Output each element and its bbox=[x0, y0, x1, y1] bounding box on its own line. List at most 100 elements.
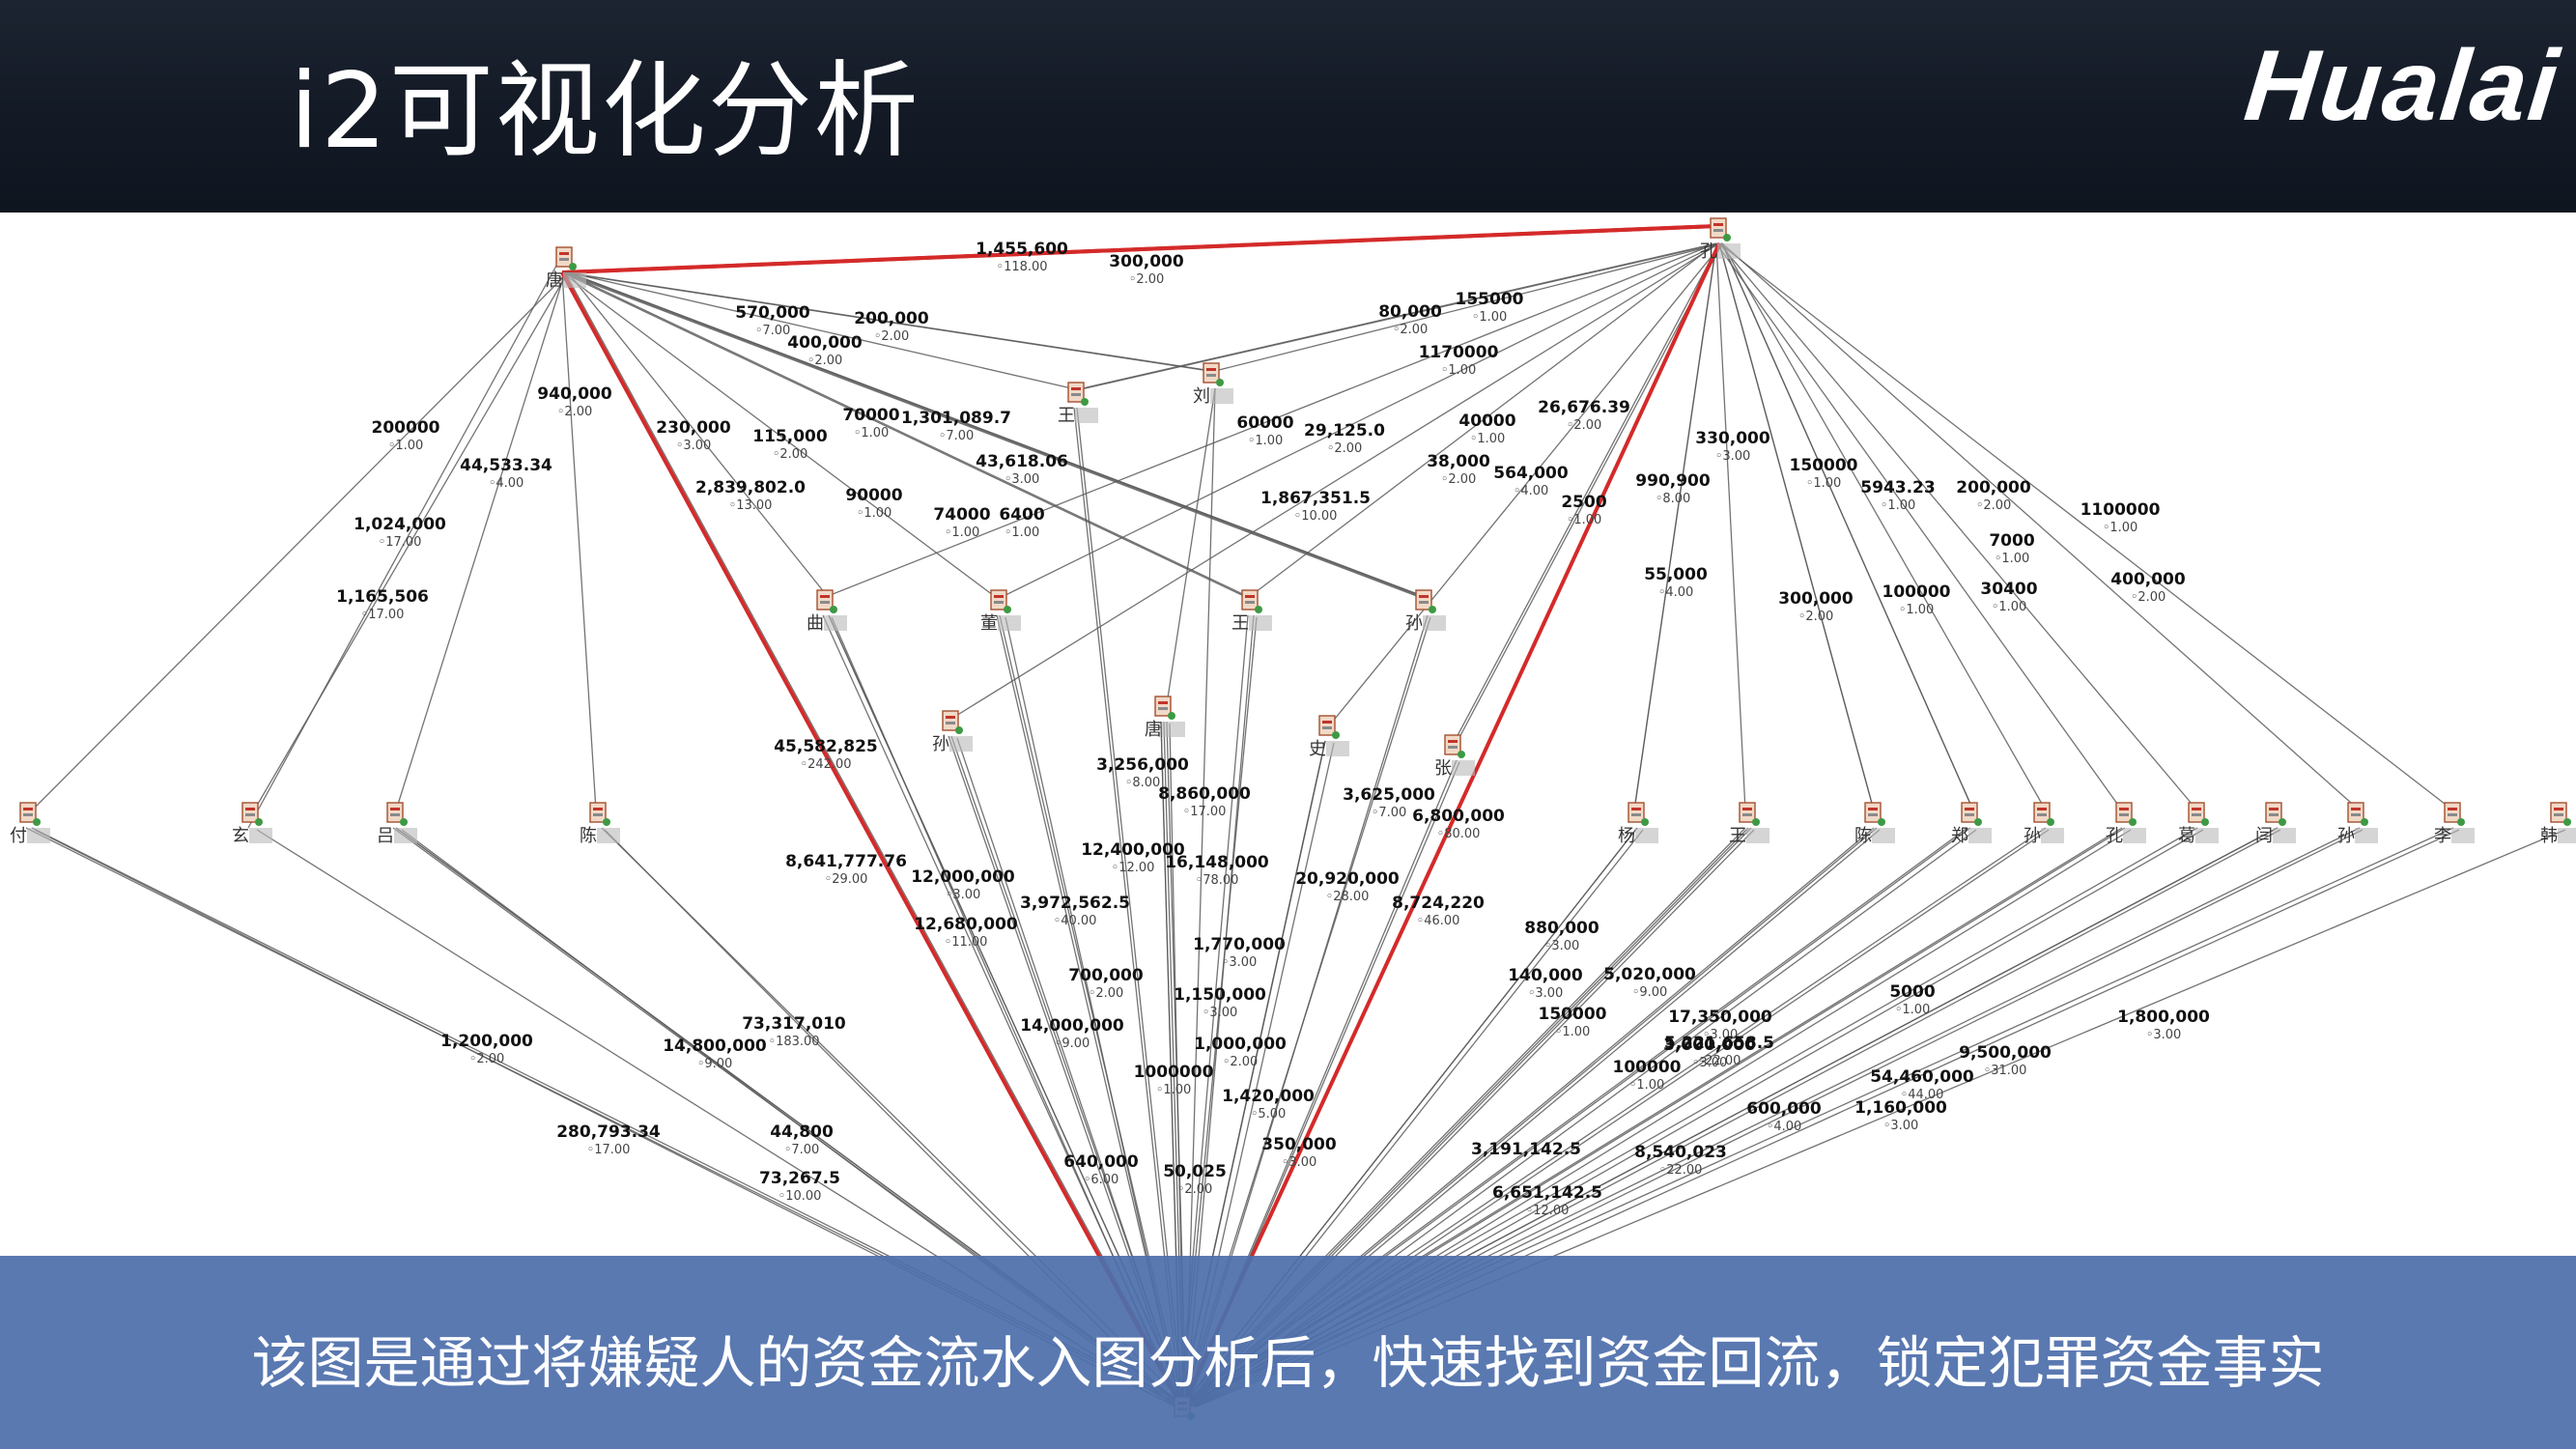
money-flow-link[interactable] bbox=[1076, 242, 1720, 391]
money-flow-link[interactable] bbox=[561, 271, 597, 811]
money-flow-link[interactable] bbox=[564, 271, 1252, 599]
person-node[interactable]: 唐 bbox=[1145, 696, 1185, 740]
money-flow-link[interactable] bbox=[1718, 242, 2198, 811]
link-label: 29,125.0◦2.00 bbox=[1304, 421, 1385, 456]
person-node[interactable]: 李 bbox=[2434, 802, 2475, 846]
person-node[interactable]: 付 bbox=[10, 802, 50, 846]
person-node[interactable]: 刘 bbox=[1193, 362, 1233, 407]
link-label: 8,724,220◦46.00 bbox=[1392, 894, 1485, 928]
money-flow-link[interactable] bbox=[567, 271, 1429, 599]
link-label: 1,301,089.7◦7.00 bbox=[901, 409, 1011, 443]
node-label: 刘 bbox=[1193, 386, 1210, 407]
money-flow-link[interactable] bbox=[1718, 242, 2454, 811]
link-amount: 1,160,000 bbox=[1854, 1098, 1947, 1118]
money-flow-link[interactable] bbox=[1247, 242, 1717, 599]
person-node[interactable]: 杨 bbox=[1618, 802, 1658, 846]
person-node[interactable]: 玄 bbox=[232, 802, 272, 846]
money-flow-link[interactable] bbox=[247, 254, 563, 829]
person-node[interactable]: 郑 bbox=[1951, 802, 1992, 846]
person-node[interactable]: 陈 bbox=[1854, 802, 1895, 846]
link-amount: 29,125.0 bbox=[1304, 421, 1385, 440]
money-flow-link[interactable] bbox=[395, 271, 566, 811]
person-node[interactable]: 张 bbox=[1434, 734, 1475, 779]
link-amount: 1000000 bbox=[1134, 1063, 1214, 1082]
money-flow-link[interactable] bbox=[1721, 242, 2361, 811]
link-amount: 564,000 bbox=[1493, 464, 1569, 483]
link-count: ◦11.00 bbox=[945, 935, 988, 950]
link-amount: 38,000 bbox=[1427, 452, 1490, 471]
link-label: 40000◦1.00 bbox=[1458, 412, 1515, 446]
link-count: ◦17.00 bbox=[587, 1143, 631, 1157]
money-flow-link[interactable] bbox=[1633, 242, 1717, 811]
money-flow-link-highlighted[interactable] bbox=[1181, 242, 1721, 1406]
link-count: ◦8.00 bbox=[1125, 776, 1161, 790]
money-flow-link[interactable] bbox=[1453, 242, 1720, 744]
link-label: 280,793.34◦17.00 bbox=[556, 1122, 661, 1157]
person-node[interactable]: 曲 bbox=[807, 589, 847, 634]
person-node[interactable]: 吕 bbox=[377, 802, 417, 846]
money-flow-link[interactable] bbox=[999, 242, 1720, 599]
money-flow-link[interactable] bbox=[1214, 242, 1723, 372]
money-flow-link[interactable] bbox=[1330, 242, 1723, 724]
money-flow-link[interactable] bbox=[567, 271, 1081, 391]
person-node[interactable]: 韩 bbox=[2540, 802, 2576, 846]
person-node[interactable]: 王 bbox=[1729, 802, 1769, 846]
link-amount: 5,221,658.5 bbox=[1664, 1034, 1774, 1053]
money-flow-link[interactable] bbox=[1718, 242, 1875, 811]
person-node[interactable]: 王 bbox=[1231, 589, 1272, 634]
person-node[interactable]: 孔 bbox=[1700, 217, 1741, 262]
money-flow-link[interactable] bbox=[31, 271, 569, 811]
link-label: 140,000◦3.00 bbox=[1508, 966, 1583, 1001]
money-flow-link[interactable] bbox=[1076, 407, 1184, 1406]
money-flow-link[interactable] bbox=[561, 271, 998, 599]
link-count: ◦7.00 bbox=[939, 429, 975, 443]
hualai-logo: Hualai bbox=[2239, 30, 2565, 142]
redacted-name bbox=[2451, 828, 2475, 843]
person-node[interactable]: 孙 bbox=[1405, 589, 1446, 634]
money-flow-link[interactable] bbox=[561, 271, 1249, 599]
money-flow-link[interactable] bbox=[1715, 242, 1746, 811]
money-flow-link[interactable] bbox=[1721, 242, 2047, 811]
person-node[interactable]: 孔 bbox=[2106, 802, 2146, 846]
person-node[interactable]: 王 bbox=[1058, 382, 1098, 426]
link-count: ◦44.00 bbox=[1901, 1088, 1944, 1102]
person-node[interactable]: 孙 bbox=[2337, 802, 2378, 846]
redacted-name bbox=[1075, 408, 1098, 423]
person-node[interactable]: 孙 bbox=[2024, 802, 2064, 846]
link-count: ◦242.00 bbox=[800, 757, 851, 772]
link-count: ◦29.00 bbox=[825, 872, 868, 887]
money-flow-link[interactable] bbox=[822, 242, 1717, 599]
link-count: ◦12.00 bbox=[1526, 1204, 1570, 1218]
money-flow-link[interactable] bbox=[1073, 242, 1717, 391]
person-node[interactable]: 董 bbox=[980, 589, 1021, 634]
person-node[interactable]: 陈 bbox=[580, 802, 620, 846]
person-node[interactable]: 闫 bbox=[2255, 802, 2296, 846]
money-flow-link[interactable] bbox=[567, 271, 830, 599]
money-flow-link[interactable] bbox=[1721, 242, 1974, 811]
money-flow-link[interactable] bbox=[564, 271, 1213, 372]
money-flow-link[interactable] bbox=[1715, 242, 2123, 811]
money-flow-link[interactable] bbox=[1185, 387, 1216, 1406]
node-label: 付 bbox=[10, 826, 27, 846]
money-flow-link[interactable] bbox=[564, 271, 1184, 1406]
link-label: 45,582,825◦242.00 bbox=[774, 737, 878, 772]
money-flow-link[interactable] bbox=[1073, 407, 1181, 1406]
person-node-icon bbox=[1628, 802, 1649, 826]
link-count: ◦1.00 bbox=[1895, 1003, 1931, 1017]
link-amount: 70000 bbox=[842, 406, 899, 425]
person-node[interactable]: 史 bbox=[1309, 715, 1349, 759]
person-node[interactable]: 葛 bbox=[2178, 802, 2219, 846]
person-node[interactable]: 唐 bbox=[546, 246, 586, 291]
link-label: 7000◦1.00 bbox=[1989, 531, 2034, 566]
money-flow-link[interactable] bbox=[564, 271, 1426, 599]
money-flow-link-highlighted[interactable] bbox=[564, 224, 1720, 274]
link-label: 55,000◦4.00 bbox=[1644, 565, 1708, 600]
money-flow-link-highlighted[interactable] bbox=[560, 271, 1182, 1406]
money-flow-link[interactable] bbox=[950, 242, 1720, 720]
person-node[interactable]: 孙 bbox=[932, 710, 973, 754]
money-flow-link[interactable] bbox=[561, 271, 1423, 599]
money-flow-link[interactable] bbox=[1456, 242, 1723, 744]
money-flow-link[interactable] bbox=[1166, 387, 1216, 705]
link-count: ◦8.00 bbox=[1656, 492, 1691, 506]
